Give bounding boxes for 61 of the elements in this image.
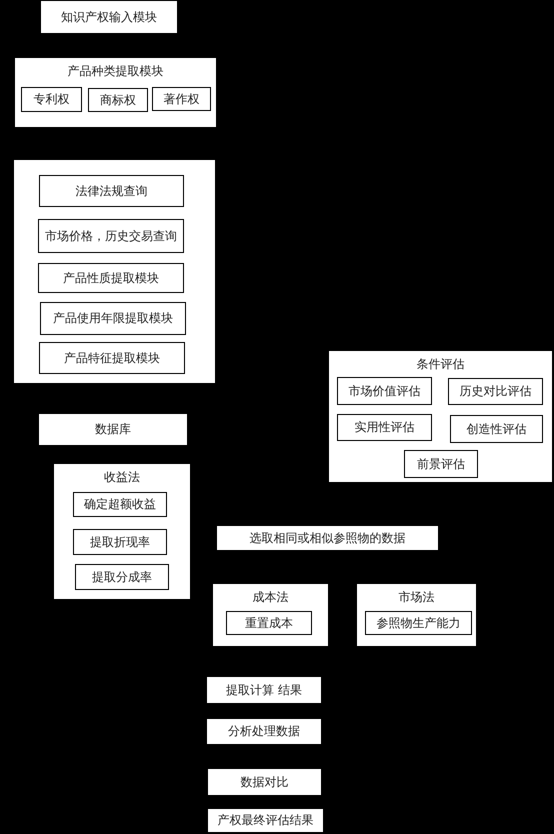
node-label: 市场价值评估 (348, 384, 420, 398)
node-label: 提取计算 结果 (226, 682, 302, 698)
node-label: 法律法规查询 (76, 184, 148, 198)
node-label: 前景评估 (417, 456, 465, 472)
group-panel (357, 584, 476, 646)
module-box (21, 87, 82, 112)
module-box (39, 342, 185, 374)
process-box (208, 769, 321, 795)
group-panel (14, 160, 215, 383)
node-label: 分析处理数据 (228, 724, 300, 739)
module-box (38, 263, 184, 293)
process-box (207, 719, 321, 744)
process-box (39, 414, 187, 445)
node-label: 市场价格，历史交易查询 (45, 228, 177, 244)
node-label: 数据库 (95, 422, 131, 437)
node-label: 专利权 (34, 92, 70, 107)
node-label: 重置成本 (245, 616, 293, 630)
module-box (365, 611, 472, 635)
module-box (75, 564, 169, 590)
node-label: 商标权 (100, 92, 136, 108)
panel-heading: 产品种类提取模块 (68, 63, 164, 79)
module-box (73, 529, 167, 555)
node-label: 实用性评估 (354, 420, 414, 435)
module-box (73, 492, 167, 517)
panel-heading: 收益法 (104, 469, 140, 485)
module-box (226, 611, 312, 635)
panel-heading: 条件评估 (416, 356, 464, 372)
process-box (41, 1, 177, 33)
node-label: 提取折现率 (90, 534, 150, 550)
node-label: 著作权 (164, 92, 200, 106)
group-panel (15, 58, 216, 127)
node-label: 历史对比评估 (460, 384, 532, 399)
module-box (88, 88, 148, 112)
node-label: 产品使用年限提取模块 (53, 311, 173, 326)
panel-heading: 成本法 (252, 589, 288, 605)
process-box (207, 677, 321, 703)
module-box (39, 175, 184, 207)
group-panel (213, 584, 328, 646)
node-label: 选取相同或相似参照物的数据 (250, 530, 406, 546)
module-box (152, 87, 211, 111)
module-box (404, 450, 478, 478)
node-label: 产权最终评估结果 (218, 813, 314, 828)
module-box (450, 415, 543, 443)
process-box (208, 809, 323, 832)
panel-heading: 市场法 (398, 589, 434, 605)
module-box (38, 219, 184, 253)
node-label: 提取分成率 (92, 570, 152, 584)
node-label: 确定超额收益 (84, 497, 156, 512)
module-box (40, 302, 186, 335)
node-label: 参照物生产能力 (376, 616, 460, 630)
module-box (337, 414, 432, 441)
module-box (448, 378, 543, 405)
node-label: 产品性质提取模块 (63, 270, 159, 286)
node-label: 知识产权输入模块 (61, 10, 157, 24)
group-panel (54, 464, 190, 599)
node-label: 产品特征提取模块 (64, 350, 160, 366)
module-box (337, 377, 432, 405)
node-label: 创造性评估 (466, 422, 526, 436)
node-label: 数据对比 (240, 774, 288, 790)
group-panel (329, 351, 552, 482)
process-box (217, 526, 438, 550)
